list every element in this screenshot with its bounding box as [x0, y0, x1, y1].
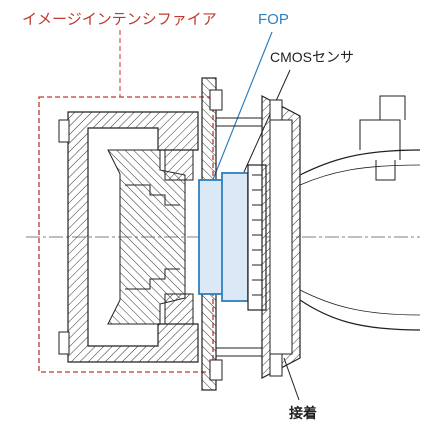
intensifier-inner-tube [107, 149, 186, 325]
label-fop: FOP [258, 11, 289, 28]
mounting-plate-tab-bottom [209, 359, 223, 381]
connector [359, 95, 406, 181]
fop-plate-core [221, 172, 249, 302]
left-bolt-bottom [58, 331, 70, 355]
intensifier-housing [67, 111, 199, 363]
label-image-intensifier: イメージインテンシファイア [22, 11, 217, 28]
left-bolt-top [58, 119, 70, 143]
label-cmos-sensor: CMOSセンサ [270, 49, 354, 65]
top-screw [269, 99, 283, 121]
clamp-block-top [164, 149, 194, 181]
mounting-plate-tab-top [209, 89, 223, 111]
sensor-board [269, 119, 293, 355]
label-bond: 接着 [289, 405, 317, 421]
leader-fop [211, 31, 273, 183]
sensor-pins [252, 174, 262, 296]
cable [299, 149, 421, 331]
intensifier-steps [125, 184, 180, 290]
cable-inner [299, 164, 421, 316]
bond-screw [269, 353, 283, 377]
intensifier-outline [38, 96, 214, 373]
clamp-block-bottom [164, 293, 194, 325]
